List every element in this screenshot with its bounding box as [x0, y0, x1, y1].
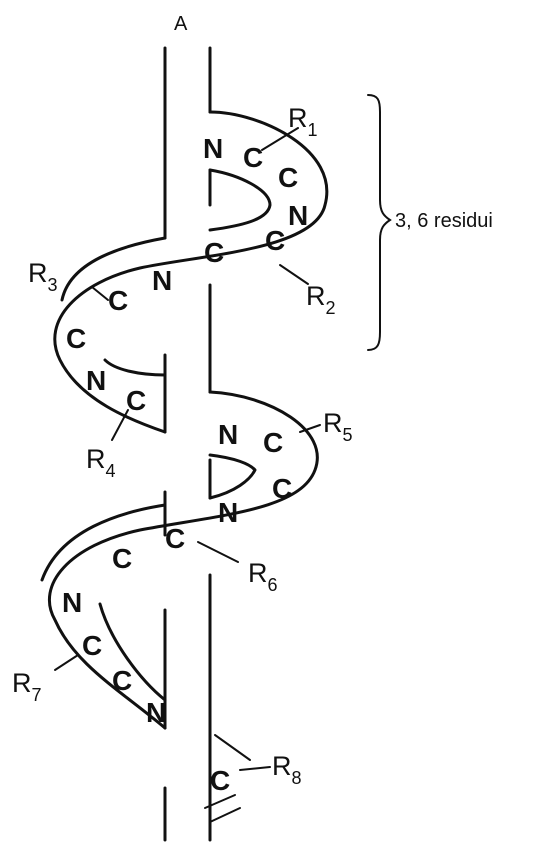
backbone-atom: C [165, 523, 185, 554]
side-chain-bonds [54, 127, 321, 771]
chain-continuation [204, 794, 241, 823]
residue-label-r1: R1 [288, 103, 318, 140]
bond-r7 [54, 654, 79, 671]
backbone-atom: C [263, 427, 283, 458]
backbone-atom: N [152, 265, 172, 296]
backbone-atom: N [218, 419, 238, 450]
backbone-atom: C [82, 630, 102, 661]
backbone-atom: C [108, 285, 128, 316]
ribbon-outer-edge [48, 110, 329, 730]
brace-label: 3, 6 residui [395, 210, 493, 232]
bond-r8 [214, 734, 251, 761]
backbone-atom: C [272, 473, 292, 504]
backbone-atom: C [66, 323, 86, 354]
bond-r8-b [239, 766, 271, 771]
backbone-atom: C [243, 142, 263, 173]
bond-r2 [279, 264, 309, 285]
backbone-atom: C [112, 543, 132, 574]
backbone-atom: N [146, 697, 166, 728]
residue-label-r6: R6 [248, 558, 278, 595]
helix-ribbon [40, 110, 329, 730]
bond-r6 [197, 541, 239, 563]
residue-label-r2: R2 [306, 281, 336, 318]
bond-r1 [261, 127, 299, 151]
backbone-atom: C [278, 162, 298, 193]
residue-label-r8: R8 [272, 751, 302, 788]
axis-label: A [174, 13, 188, 35]
fork-stroke [209, 807, 241, 823]
backbone-atom: C [126, 385, 146, 416]
ribbon-inner-edge [40, 168, 272, 702]
backbone-atom: N [288, 200, 308, 231]
fork-stroke [204, 794, 236, 809]
backbone-atoms: N C C N C C N C C N C N C C N C C N C C … [62, 133, 308, 796]
backbone-atom: C [265, 225, 285, 256]
bond-r4 [111, 409, 129, 441]
helix-axis [163, 46, 212, 842]
backbone-atom: N [62, 587, 82, 618]
backbone-atom: N [203, 133, 223, 164]
turn-brace [367, 94, 392, 351]
residue-label-r5: R5 [323, 408, 353, 445]
bond-r3 [91, 286, 109, 301]
side-chain-labels: R1 R2 R3 R4 R5 R6 R7 R8 [12, 103, 353, 788]
backbone-atom: N [218, 497, 238, 528]
backbone-atom: N [86, 365, 106, 396]
backbone-atom: C [204, 237, 224, 268]
backbone-atom: C [112, 665, 132, 696]
bond-r5 [299, 424, 321, 433]
residue-label-r3: R3 [28, 258, 58, 295]
residue-label-r7: R7 [12, 668, 42, 705]
residue-label-r4: R4 [86, 444, 116, 481]
backbone-atom: C [210, 765, 230, 796]
